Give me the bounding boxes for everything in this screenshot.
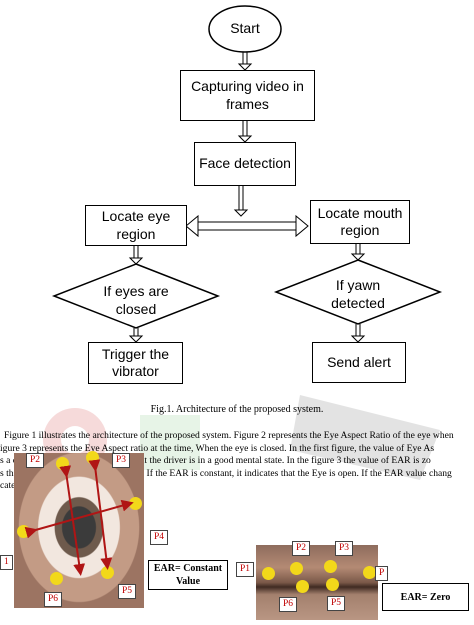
closed-eye-photo [256,545,378,620]
landmark-p3-closed [324,560,337,573]
label-p4-open: P4 [150,530,169,545]
yawn-label: If yawn detected [331,277,385,311]
label-p4-closed: P [375,566,389,581]
landmark-p6-closed [296,580,309,593]
landmark-p1-closed [262,567,275,580]
paragraph-line: s that the driver is in the fatigue stat… [0,467,452,479]
label-p6-closed: P6 [279,597,298,612]
capture-box: Capturing video in frames [180,70,315,121]
label-p5-closed: P5 [327,596,346,611]
start-terminal [208,5,282,53]
label-p2-closed: P2 [292,541,311,556]
label-p1-open: 1 [0,555,13,570]
landmark-p2-closed [290,562,303,575]
start-label: Start [230,20,260,36]
send-alert-box: Send alert [312,342,406,383]
ear-zero-box: EAR= Zero [382,583,469,611]
yawn-decision [273,259,443,325]
label-p3-open: P3 [112,453,131,468]
paragraph-line: Figure 1 illustrates the architecture of… [4,430,454,441]
trigger-vibrator-box: Trigger the vibrator [88,342,183,384]
label-p2-open: P2 [26,453,45,468]
ear-constant-box: EAR= Constant Value [148,560,228,590]
flowchart-connectors [51,5,443,343]
label-p6-open: P6 [44,592,63,607]
face-detection-box: Face detection [194,142,296,186]
label-p5-open: P5 [118,584,137,599]
landmark-p4-closed [363,566,376,579]
figure-caption: Fig.1. Architecture of the proposed syst… [150,404,324,415]
locate-mouth-box: Locate mouth region [310,200,410,244]
landmark-p5-closed [326,578,339,591]
locate-eye-box: Locate eye region [85,205,187,246]
eyes-closed-label: If eyes are closed [103,283,169,317]
label-p3-closed: P3 [335,541,354,556]
paragraph-line: igure 3 represents the Eye Aspect ratio … [0,442,435,454]
paragraph-line: s a constant value which indicates that … [0,455,431,466]
eyes-closed-decision [51,263,221,329]
label-p1-closed: P1 [236,562,255,577]
